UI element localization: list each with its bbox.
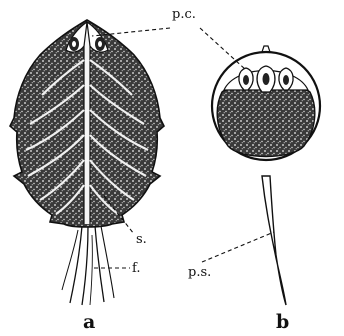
label-s: s. [136,232,147,247]
filaments [62,226,114,305]
label-ps: p.s. [188,265,211,280]
label-pc: p.c. [172,7,196,22]
figure-a [10,20,164,305]
label-a: a [83,311,95,333]
label-b: b [276,311,289,333]
seed-interior [217,86,315,157]
stalk [262,176,286,305]
label-f: f. [132,261,140,276]
figure-b [212,46,320,305]
